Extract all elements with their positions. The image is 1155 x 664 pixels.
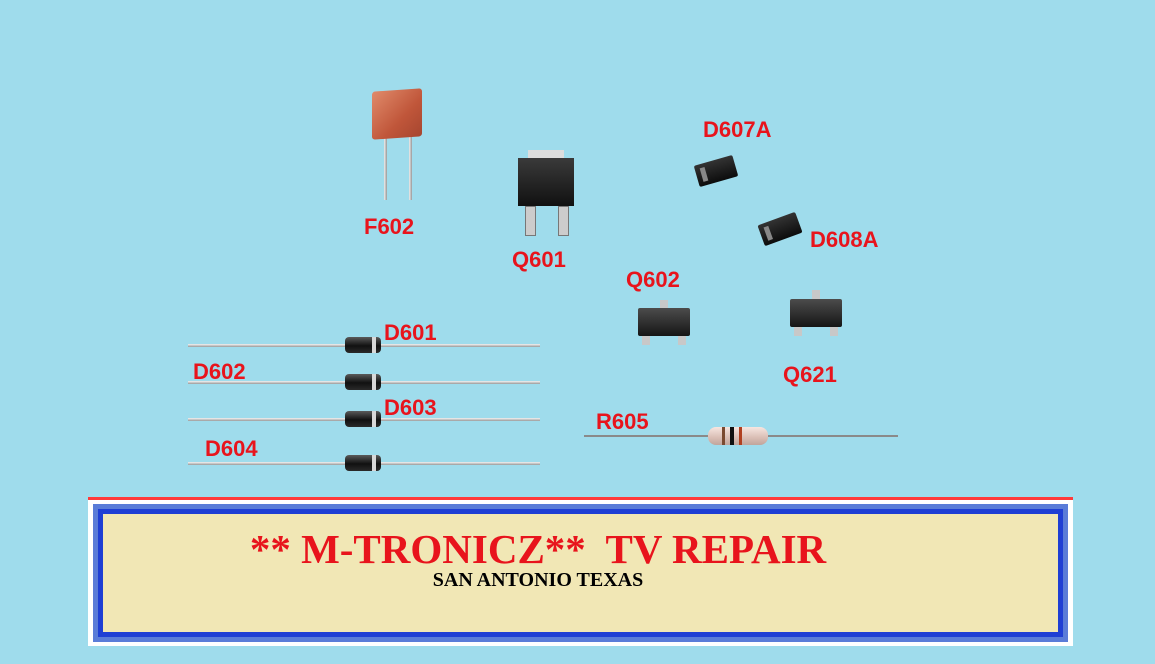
diode-d601 [345, 337, 381, 353]
shop-banner: ** M-TRONICZ** TV REPAIR SAN ANTONIO TEX… [88, 497, 1073, 646]
diode-d603 [345, 411, 381, 427]
label-q621: Q621 [783, 362, 837, 387]
diode-d608a [757, 211, 803, 247]
label-d604: D604 [205, 436, 258, 461]
label-r605: R605 [596, 409, 649, 434]
banner-panel: ** M-TRONICZ** TV REPAIR SAN ANTONIO TEX… [98, 509, 1063, 637]
label-d603: D603 [384, 395, 437, 420]
diode-d602 [345, 374, 381, 390]
label-d601: D601 [384, 320, 437, 345]
label-d608a: D608A [810, 227, 879, 252]
banner-frame: ** M-TRONICZ** TV REPAIR SAN ANTONIO TEX… [93, 504, 1068, 642]
fuse-f602 [372, 88, 422, 210]
transistor-q601 [518, 150, 574, 236]
label-d602: D602 [193, 359, 246, 384]
label-q601: Q601 [512, 247, 566, 272]
label-q602: Q602 [626, 267, 680, 292]
transistor-q621 [790, 290, 846, 344]
transistor-q602 [636, 300, 692, 354]
diode-d607a [693, 154, 739, 188]
banner-title: ** M-TRONICZ** TV REPAIR [249, 526, 827, 572]
diode-d604 [345, 455, 381, 471]
label-f602: F602 [364, 214, 415, 239]
banner-subtitle: SAN ANTONIO TEXAS [432, 569, 644, 591]
resistor-r605 [708, 427, 768, 445]
label-d607a: D607A [703, 117, 772, 142]
